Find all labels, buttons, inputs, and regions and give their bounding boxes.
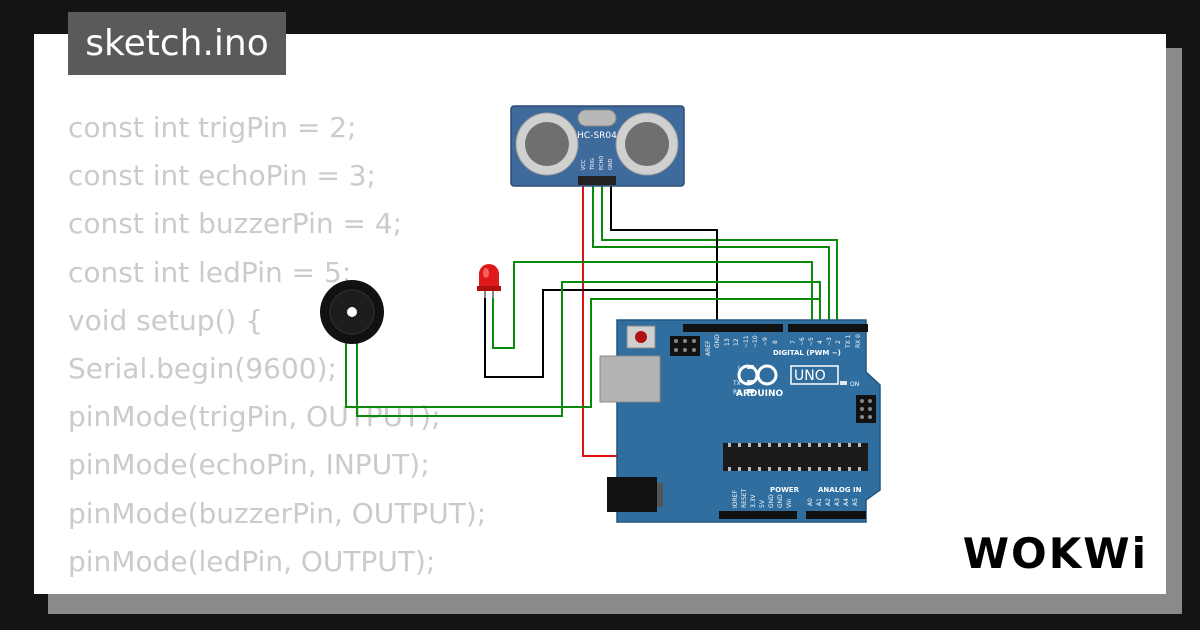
wire-echo [601, 186, 838, 328]
pin-label: 5V [759, 499, 766, 508]
pin-label: 8 [772, 340, 779, 344]
power-header [719, 511, 797, 519]
wire-buzzer [356, 281, 821, 417]
pin-label: A2 [825, 498, 832, 506]
wire-trig [592, 186, 830, 328]
pin-label: AREF [705, 340, 712, 356]
pin-label: TX 1 [845, 334, 852, 349]
pin-label: GND [768, 494, 775, 508]
wokwi-logo: WOKWi [962, 529, 1148, 578]
code-line: const int trigPin = 2; [68, 111, 357, 144]
pin-label: A1 [816, 498, 823, 506]
wire-led [492, 261, 813, 349]
pin-label: IOREF [732, 490, 739, 508]
pin-label: 4 [817, 340, 824, 344]
microcontroller-chip [723, 443, 868, 471]
pin-label: ~5 [808, 337, 815, 346]
analog-label: ANALOG IN [818, 486, 862, 494]
analog-header [806, 511, 866, 519]
arduino-logo-icon [737, 364, 778, 386]
code-line: const int echoPin = 3; [68, 159, 376, 193]
led[interactable] [477, 264, 501, 298]
code-line: const int buzzerPin = 4; [68, 207, 403, 241]
pin-label: A5 [852, 498, 859, 506]
code-line: const int ledPin = 5; [68, 255, 352, 289]
pin-label: ~11 [743, 335, 750, 348]
led-label-rx: RX [733, 389, 741, 396]
sensor-pin-vcc: VCC [581, 159, 587, 170]
wire-buzzer-2 [345, 298, 820, 408]
digital-header-right [788, 324, 868, 332]
sensor-pin-echo: ECHO [599, 156, 605, 170]
pin-label: ~6 [799, 337, 806, 346]
arduino-brand: ARDUINO [736, 389, 784, 399]
code-line: pinMode(ledPin, OUTPUT); [68, 544, 436, 578]
pin-label: A0 [807, 498, 814, 506]
code-line: void setup() { [68, 303, 264, 337]
sensor-pin-trig: TRIG [590, 158, 596, 171]
pin-label: ~3 [826, 337, 833, 346]
wire-gnd-sensor [610, 186, 718, 328]
pin-label: Vin [786, 498, 793, 508]
pin-label: ~9 [762, 337, 769, 346]
pin-label: 13 [724, 338, 731, 346]
usb-port [599, 355, 661, 403]
pin-label: GND [714, 334, 721, 348]
arduino-model: UNO [794, 368, 826, 384]
wires [345, 186, 838, 515]
file-tab[interactable]: sketch.ino [68, 12, 286, 75]
pin-label: GND [777, 494, 784, 508]
sensor-pin-gnd: GND [608, 158, 614, 170]
digital-header-left [683, 324, 783, 332]
pin-label: 2 [835, 340, 842, 344]
sensor-label: HC-SR04 [577, 131, 617, 141]
code-line: pinMode(echoPin, INPUT); [68, 448, 430, 482]
pin-label: A3 [834, 498, 841, 506]
code-line: } [68, 586, 486, 594]
arduino-board[interactable]: AREF GND 13 12 ~11 ~10 ~9 8 7 ~6 ~5 4 ~3… [599, 319, 881, 523]
power-label: POWER [770, 486, 800, 494]
ultrasonic-sensor[interactable]: HC-SR04 VCC TRIG ECHO GND [510, 105, 685, 187]
code-line: pinMode(buzzerPin, OUTPUT); [68, 496, 487, 530]
pin-label: 3.3V [750, 493, 757, 508]
pin-label: 7 [790, 340, 797, 344]
digital-label: DIGITAL (PWM ~) [773, 349, 841, 357]
led-label-tx: TX [732, 380, 741, 387]
wire-led-gnd [484, 289, 718, 378]
code-preview: const int trigPin = 2; const int echoPin… [68, 104, 486, 594]
code-line: Serial.begin(9600); [68, 351, 337, 385]
pin-label: A4 [843, 498, 850, 506]
pin-label: 12 [733, 338, 740, 346]
pin-label: RESET [741, 488, 748, 508]
on-label: ON [850, 381, 859, 388]
pin-label: RX 0 [855, 334, 862, 348]
pin-label: ~10 [752, 335, 759, 348]
buzzer[interactable] [320, 280, 384, 344]
power-jack [607, 477, 657, 512]
